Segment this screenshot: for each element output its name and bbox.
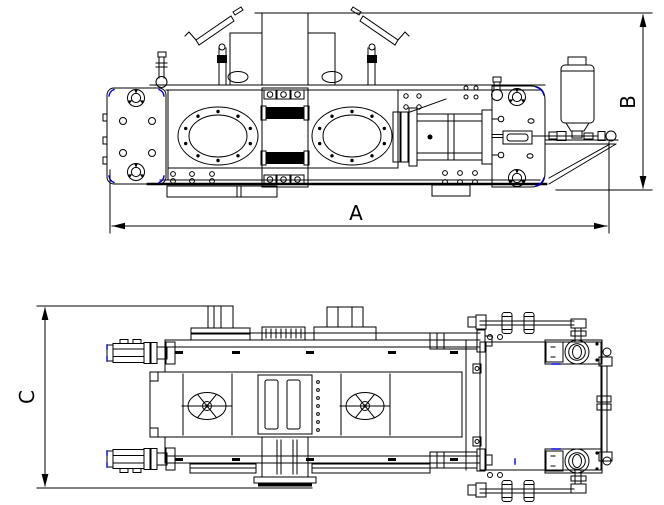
dim-c-arrow-bottom-icon: [41, 474, 49, 487]
plan-piping-bottom: [467, 470, 587, 502]
mounting-feet: [166, 184, 471, 198]
dimension-b: B: [254, 12, 653, 191]
valve-lever-right: [350, 6, 410, 86]
plan-upper-band: [164, 332, 481, 373]
plan-central-box: [149, 339, 467, 471]
plan-bottom-stub: [253, 436, 317, 487]
handwheel-left: [181, 392, 233, 420]
plan-view: C: [15, 305, 613, 502]
dim-a-extension-lines: [109, 141, 610, 234]
dim-b-label: B: [616, 95, 640, 109]
plan-top-stubs: [190, 305, 377, 341]
handwheel-right: [339, 392, 391, 420]
dim-b-arrow-bottom-icon: [639, 176, 647, 189]
dim-b-arrow-top-icon: [639, 14, 647, 27]
plan-right-vertical-pipe: [596, 356, 613, 462]
plan-blue-accents: [514, 363, 561, 465]
plan-head-box: [472, 334, 602, 478]
base-bolt-rows: [170, 171, 215, 184]
dimension-a: A: [109, 141, 610, 234]
dim-c-label: C: [15, 390, 39, 404]
dim-b-extension-lines: [254, 12, 653, 191]
lifting-pin-left: [155, 51, 168, 88]
center-clamp-assembly: [260, 87, 310, 188]
valve-lever-left: [184, 6, 244, 86]
right-end-plate: [442, 76, 546, 188]
inspection-flange-right: [311, 106, 393, 166]
elevation-view: A B: [102, 6, 653, 234]
dim-a-arrow-right-icon: [594, 222, 607, 230]
hydraulic-cylinder: [392, 93, 505, 167]
inspection-flange-left: [177, 106, 259, 166]
piston-rod-linkage: [491, 130, 617, 145]
main-frame-band: [146, 84, 548, 186]
dim-a-arrow-left-icon: [112, 222, 125, 230]
tank-and-bracket: [544, 56, 619, 185]
plan-cylinder-top: [429, 329, 493, 353]
hopper-port-right: [321, 71, 343, 83]
dim-a-label: A: [349, 201, 363, 225]
dimension-c: C: [15, 305, 313, 489]
plan-lower-band: [164, 436, 481, 474]
hopper-port-left: [227, 71, 249, 83]
inlet-duct-and-hopper: [227, 12, 343, 86]
dim-c-arrow-top-icon: [41, 307, 49, 320]
plan-piping-top: [467, 312, 587, 343]
plan-cylinder-bottom: [429, 448, 493, 472]
dim-c-extension-lines: [36, 305, 313, 489]
left-end-plate: [102, 87, 167, 185]
